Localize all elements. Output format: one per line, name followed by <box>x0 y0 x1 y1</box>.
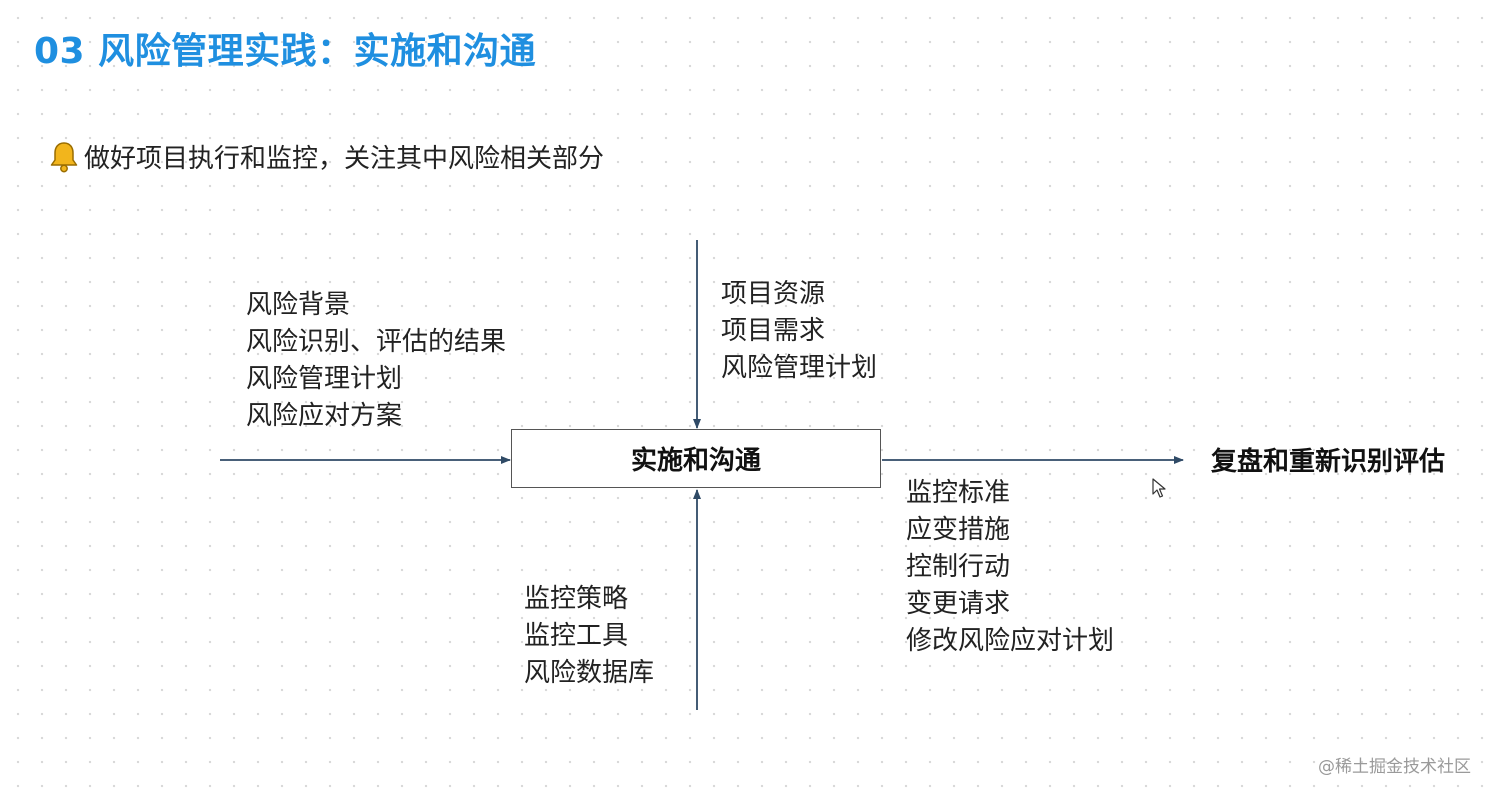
output-item: 变更请求 <box>906 589 1011 619</box>
resource-item: 项目需求 <box>721 316 826 346</box>
slide-subtitle-row: 做好项目执行和监控，关注其中风险相关部分 <box>48 138 604 175</box>
output-item: 控制行动 <box>906 552 1011 582</box>
mouse-cursor-icon <box>1152 478 1166 498</box>
output-item: 监控标准 <box>906 478 1011 508</box>
slide-title: 03 风险管理实践：实施和沟通 <box>34 31 537 72</box>
resource-item: 风险管理计划 <box>721 353 878 383</box>
output-item: 应变措施 <box>906 515 1011 545</box>
input-item: 风险管理计划 <box>246 364 403 394</box>
resource-list: 项目资源 项目需求 风险管理计划 <box>721 276 877 387</box>
tool-item: 监控工具 <box>524 621 629 651</box>
input-item: 风险应对方案 <box>246 401 403 431</box>
input-list: 风险背景 风险识别、评估的结果 风险管理计划 风险应对方案 <box>246 287 506 435</box>
tool-item: 监控策略 <box>524 584 629 614</box>
result-label: 复盘和重新识别评估 <box>1211 447 1446 477</box>
input-item: 风险识别、评估的结果 <box>246 327 507 357</box>
subtitle-text: 做好项目执行和监控，关注其中风险相关部分 <box>84 144 605 174</box>
output-list: 监控标准 应变措施 控制行动 变更请求 修改风险应对计划 <box>906 475 1114 660</box>
resource-item: 项目资源 <box>721 279 826 309</box>
input-item: 风险背景 <box>246 290 351 320</box>
watermark: @稀土掘金技术社区 <box>1318 757 1471 777</box>
tool-list: 监控策略 监控工具 风险数据库 <box>524 581 654 692</box>
bell-icon <box>50 141 78 172</box>
output-item: 修改风险应对计划 <box>906 626 1115 656</box>
tool-item: 风险数据库 <box>524 658 655 688</box>
process-box: 实施和沟通 <box>511 429 881 488</box>
